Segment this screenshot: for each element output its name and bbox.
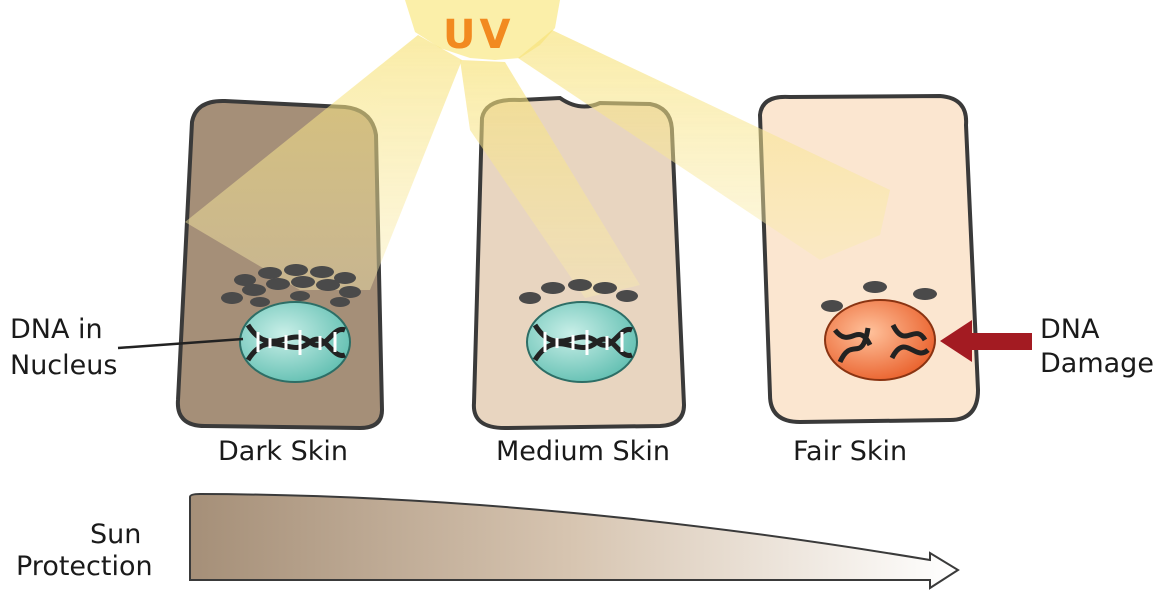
- nucleus-dark: [240, 302, 350, 382]
- dna-damage-label-line2: Damage: [1040, 348, 1154, 379]
- nucleus-damaged: [825, 300, 935, 380]
- dna-in-nucleus-label-line2: Nucleus: [10, 350, 117, 381]
- uv-label: UV: [443, 12, 514, 58]
- cell-label-dark-skin: Dark Skin: [218, 436, 348, 467]
- dna-in-nucleus-label-line1: DNA in: [10, 314, 103, 345]
- nucleus-medium: [527, 302, 637, 382]
- sun-protection-label-line2: Protection: [16, 551, 153, 582]
- dna-damage-label-line1: DNA: [1040, 314, 1099, 345]
- sun-protection-wedge: [190, 494, 958, 588]
- cell-label-fair-skin: Fair Skin: [793, 436, 907, 467]
- sun-protection-label-line1: Sun: [90, 519, 141, 550]
- cell-label-medium-skin: Medium Skin: [496, 436, 670, 467]
